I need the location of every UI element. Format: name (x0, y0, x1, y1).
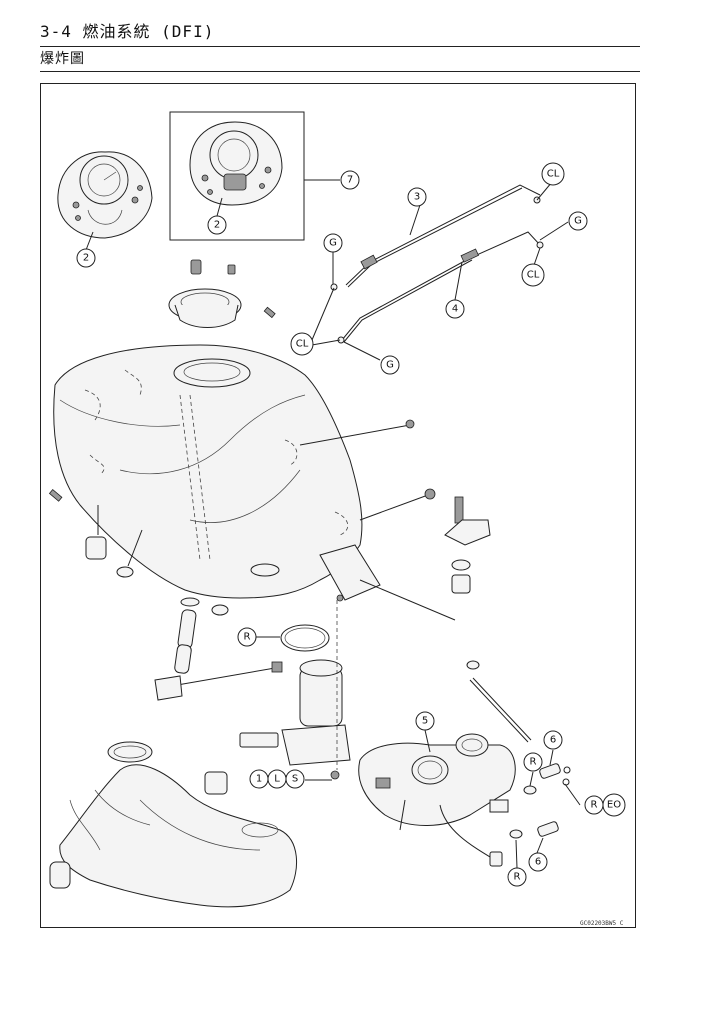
svg-text:G: G (386, 360, 394, 371)
callout-7: 7 (340, 170, 360, 190)
svg-text:CL: CL (547, 169, 560, 180)
callout-eo: EO (602, 793, 626, 817)
figure-code: GC02203BW5 C (580, 920, 624, 927)
svg-text:R: R (530, 757, 537, 768)
svg-text:3: 3 (414, 192, 420, 203)
svg-text:L: L (274, 774, 280, 785)
callout-2b: 2 (207, 215, 227, 235)
svg-text:EO: EO (607, 800, 621, 811)
page-subtitle: 爆炸圖 (40, 51, 85, 67)
throttle-body (358, 660, 532, 867)
inset-box (169, 111, 305, 241)
mount-bracket (444, 496, 491, 594)
svg-text:4: 4 (452, 304, 458, 315)
callout-r-top: R (523, 752, 543, 772)
callout-1: 1 (249, 769, 269, 789)
throttle-cables (330, 184, 544, 344)
callout-cl-top: CL (541, 162, 565, 186)
fuel-cap (168, 259, 276, 328)
meter-unit-left (57, 151, 153, 239)
svg-text:7: 7 (347, 175, 353, 186)
injectors (509, 763, 571, 839)
callout-4: 4 (445, 299, 465, 319)
callout-2a: 2 (76, 248, 96, 268)
diagram-frame (40, 83, 636, 928)
meter-unit-inset (189, 121, 283, 206)
svg-text:2: 2 (83, 253, 89, 264)
callout-5: 5 (415, 711, 435, 731)
svg-text:R: R (591, 800, 598, 811)
fuel-pump (154, 659, 351, 766)
header-rule (40, 46, 640, 47)
damper-parts (48, 489, 280, 616)
svg-text:G: G (329, 238, 337, 249)
svg-text:5: 5 (422, 716, 428, 727)
o-ring (280, 624, 330, 652)
svg-text:R: R (244, 632, 251, 643)
svg-text:G: G (574, 216, 582, 227)
callout-r-oring: R (237, 627, 257, 647)
svg-text:R: R (514, 872, 521, 883)
callout-g-right: G (568, 211, 588, 231)
callout-r-bottom: R (507, 867, 527, 887)
tank-bracket (319, 544, 381, 602)
callout-cl-right: CL (521, 263, 545, 287)
callout-l: L (267, 769, 287, 789)
svg-text:CL: CL (527, 270, 540, 281)
svg-text:6: 6 (550, 735, 556, 746)
hose (174, 609, 197, 674)
svg-text:CL: CL (296, 339, 309, 350)
header-rule (40, 71, 640, 72)
callout-3: 3 (407, 187, 427, 207)
svg-text:1: 1 (256, 774, 262, 785)
callout-s: S (285, 769, 305, 789)
callout-r-eo: R (584, 795, 604, 815)
frame-section (49, 741, 298, 908)
svg-text:6: 6 (535, 857, 541, 868)
page-title: 3-4 燃油系統 (DFI) (40, 22, 215, 41)
callout-g-lower: G (380, 355, 400, 375)
callout-6-bottom: 6 (528, 852, 548, 872)
callout-cl-left: CL (290, 332, 314, 356)
fuel-tank (53, 344, 363, 599)
callout-g-left: G (323, 233, 343, 253)
svg-text:2: 2 (214, 220, 220, 231)
svg-text:S: S (292, 774, 298, 785)
callout-6-top: 6 (543, 730, 563, 750)
